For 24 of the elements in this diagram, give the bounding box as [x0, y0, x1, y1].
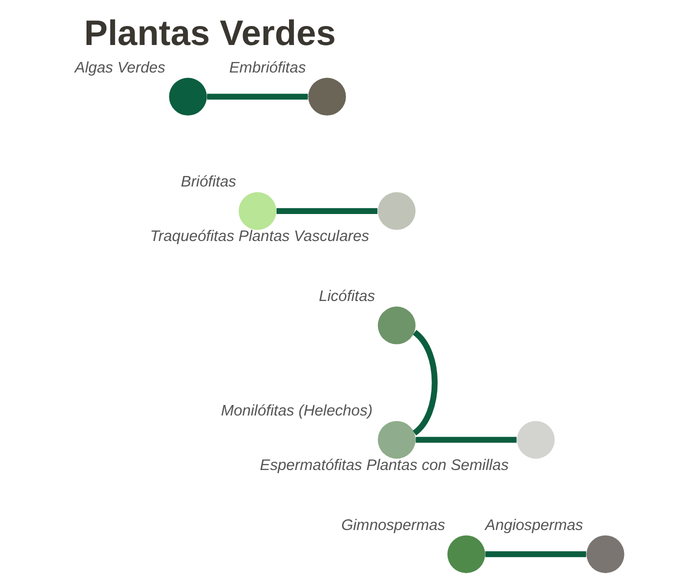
node-label: Monilófitas (Helechos): [220, 402, 372, 420]
node-label: Traqueófitas Plantas Vasculares: [150, 228, 369, 245]
node-label: Angiospermas: [484, 516, 583, 534]
connector: [276, 208, 377, 214]
node-label: Embriófitas: [228, 59, 306, 76]
node-circle: [168, 78, 206, 116]
node-label: Espermatófitas Plantas con Semillas: [259, 456, 508, 474]
node-circle: [516, 420, 554, 459]
diagram-title: Plantas Verdes: [84, 14, 336, 53]
node-label: Briófitas: [180, 174, 236, 191]
node-circle: [377, 192, 416, 230]
node-circle: [586, 535, 624, 574]
connector: [415, 436, 516, 443]
connector: [206, 94, 308, 100]
node-circle: [446, 535, 485, 574]
node-circle: [377, 306, 416, 344]
connector: [484, 551, 586, 558]
node-label: Algas Verdes: [74, 59, 165, 76]
node-circle: [377, 420, 416, 459]
connector: [412, 330, 438, 436]
node-circle: [238, 192, 276, 230]
node-label: Licófitas: [318, 288, 375, 306]
node-label: Gimnospermas: [340, 516, 445, 534]
node-circle: [308, 78, 346, 116]
